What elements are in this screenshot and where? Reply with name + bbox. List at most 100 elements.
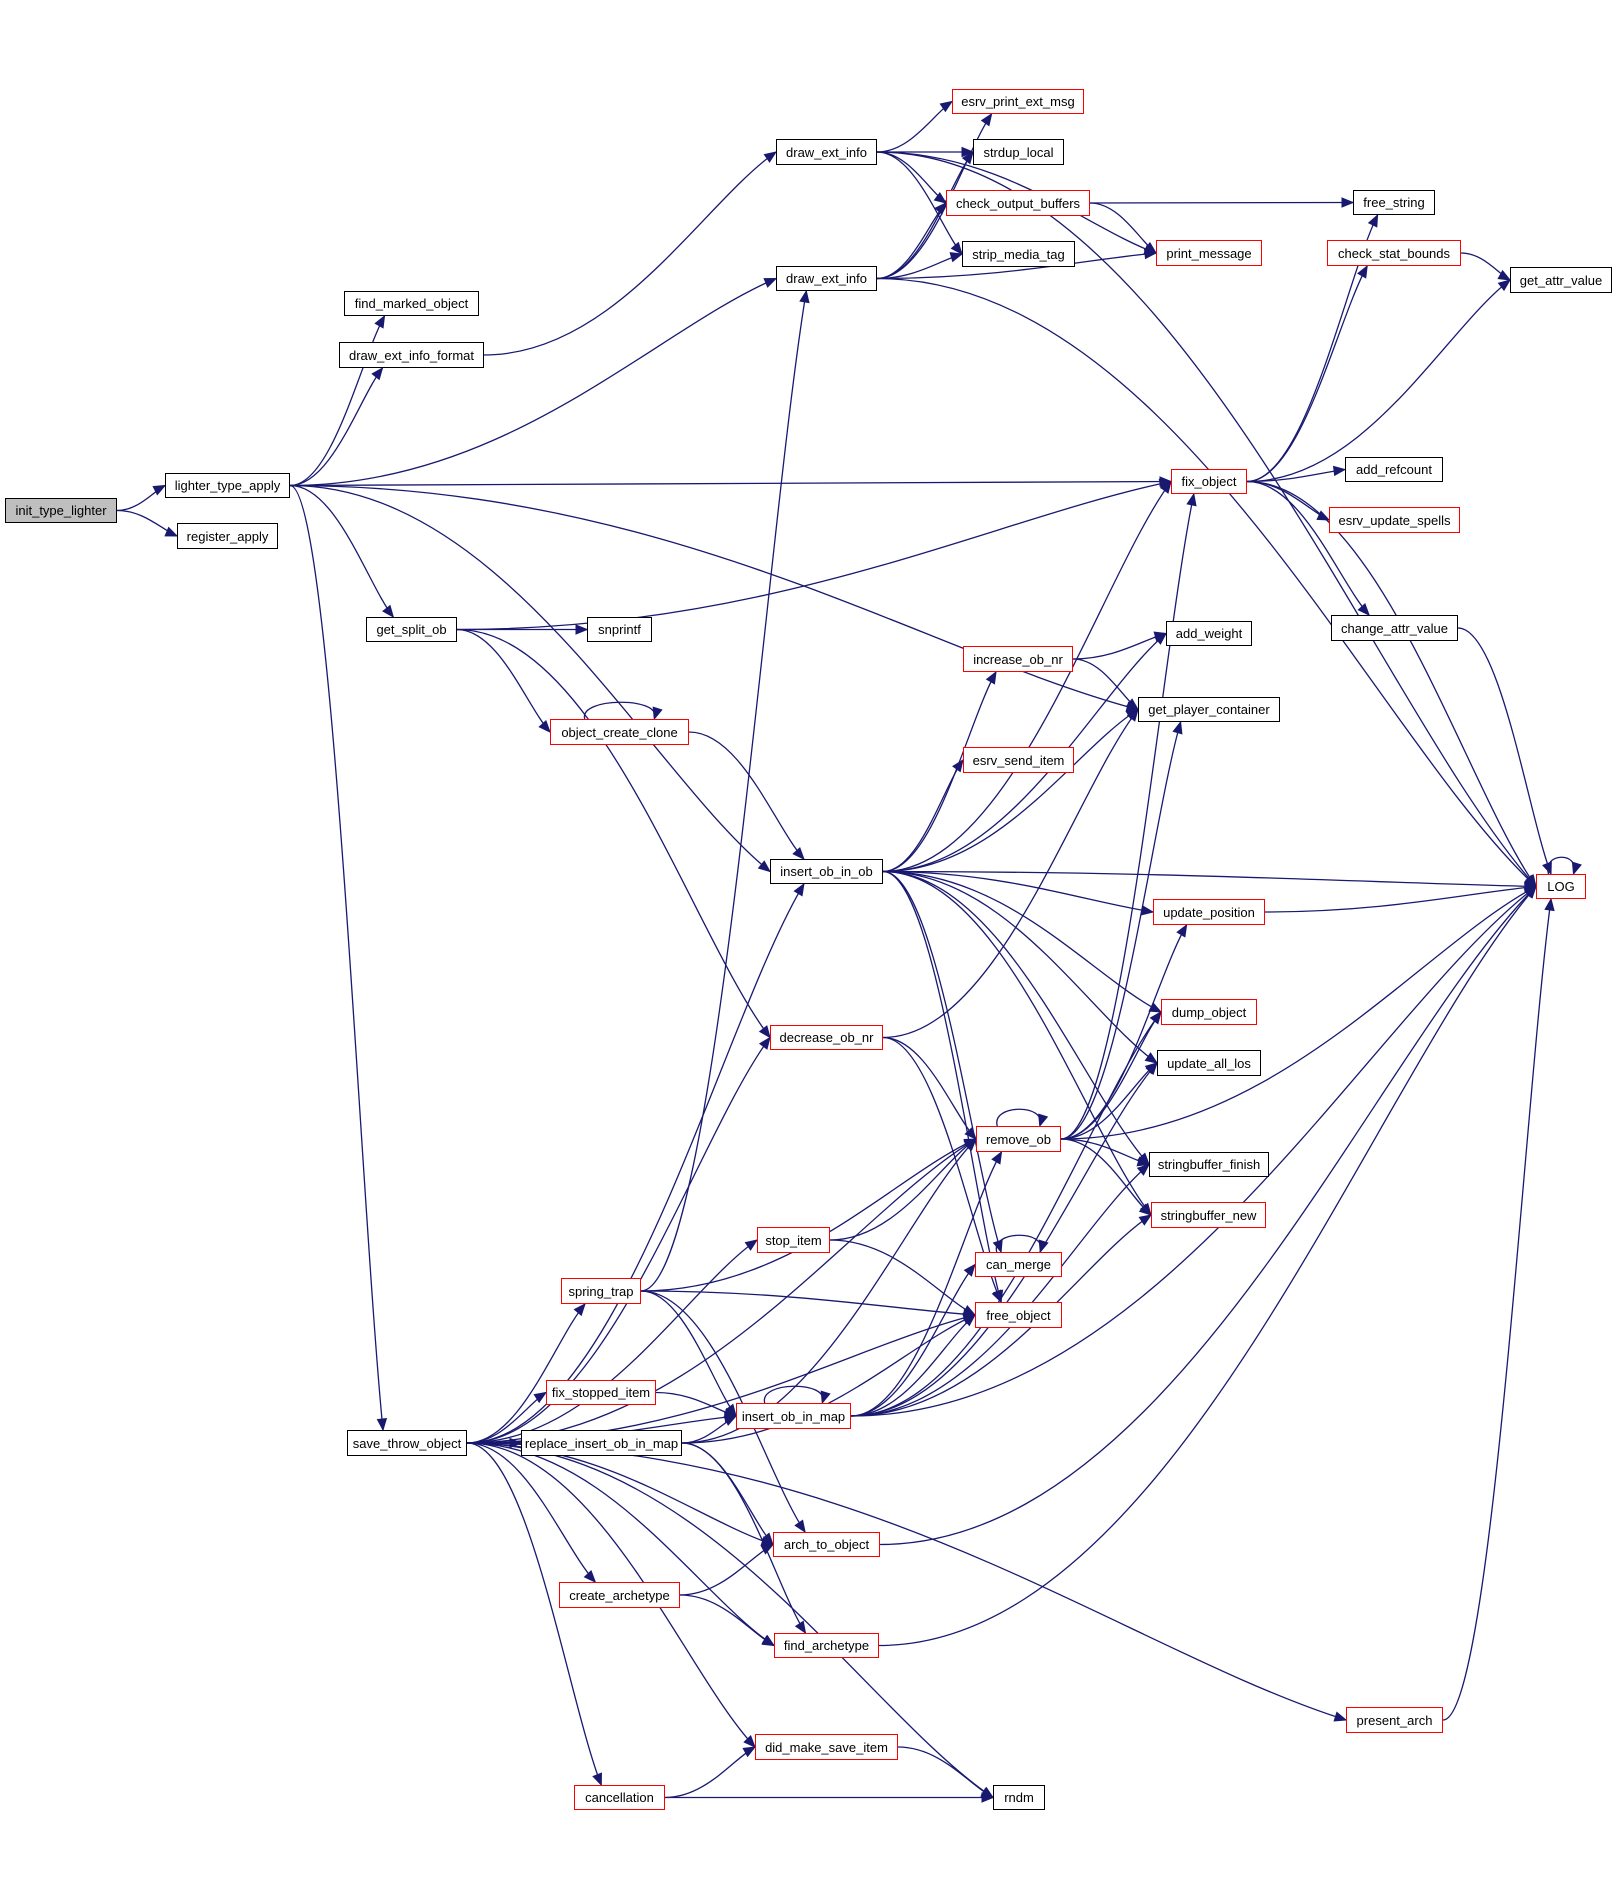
- edge-object-create-clone-to-insert-ob-in-ob-arrowhead: [792, 846, 805, 860]
- edge-fix-object-to-log-arrowhead: [1525, 874, 1537, 888]
- edge-check-output-buffers-to-print-message: [1089, 202, 1157, 254]
- edge-insert-ob-in-map-to-stringbuffer-new-arrowhead: [1138, 1214, 1153, 1226]
- node-cancellation[interactable]: cancellation: [574, 1785, 665, 1810]
- node-insert-ob-in-ob[interactable]: insert_ob_in_ob: [770, 859, 883, 884]
- node-can-merge[interactable]: can_merge: [975, 1252, 1062, 1277]
- edge-get-split-ob-to-object-create-clone: [456, 628, 551, 733]
- node-get-attr-value[interactable]: get_attr_value: [1510, 267, 1612, 293]
- edge-insert-ob-in-ob-to-get-player-container: [882, 708, 1139, 873]
- edge-lighter-type-apply-to-get-split-ob: [289, 484, 394, 618]
- edge-save-throw-object-to-cancellation-arrowhead: [592, 1772, 602, 1787]
- node-get-split-ob[interactable]: get_split_ob: [366, 617, 457, 642]
- edge-save-throw-object-to-insert-ob-in-map-arrowhead: [724, 1411, 738, 1423]
- node-did-make-save-item[interactable]: did_make_save_item: [755, 1734, 898, 1760]
- node-object-create-clone[interactable]: object_create_clone: [550, 719, 689, 745]
- edge-draw-ext-info-1-to-esrv-print-ext-msg-arrowhead: [939, 100, 954, 113]
- node-rndm[interactable]: rndm: [993, 1785, 1045, 1810]
- edge-insert-ob-in-ob-to-esrv-send-item: [882, 759, 964, 873]
- edge-save-throw-object-to-did-make-save-item: [466, 1442, 756, 1748]
- node-esrv-print-ext-msg[interactable]: esrv_print_ext_msg: [952, 89, 1084, 114]
- node-replace-insert-ob-in-map[interactable]: replace_insert_ob_in_map: [521, 1430, 682, 1456]
- node-update-all-los[interactable]: update_all_los: [1157, 1050, 1261, 1076]
- node-strip-media-tag[interactable]: strip_media_tag: [962, 241, 1075, 267]
- edge-remove-ob-to-fix-object: [1060, 493, 1195, 1140]
- edge-log-to-log-arrowhead: [1571, 861, 1582, 876]
- node-spring-trap[interactable]: spring_trap: [561, 1278, 641, 1304]
- node-free-object[interactable]: free_object: [975, 1302, 1062, 1328]
- node-arch-to-object[interactable]: arch_to_object: [773, 1532, 880, 1557]
- node-get-player-container[interactable]: get_player_container: [1138, 697, 1280, 722]
- node-lighter-type-apply[interactable]: lighter_type_apply: [165, 473, 290, 498]
- edge-draw-ext-info-2-to-check-output-buffers: [876, 202, 947, 280]
- edge-save-throw-object-to-did-make-save-item-arrowhead: [743, 1735, 756, 1748]
- node-stringbuffer-new[interactable]: stringbuffer_new: [1151, 1202, 1266, 1228]
- edge-remove-ob-to-update-position-arrowhead: [1176, 923, 1188, 938]
- edge-insert-ob-in-ob-to-can-merge-arrowhead: [992, 1239, 1003, 1254]
- node-fix-object[interactable]: fix_object: [1171, 469, 1247, 494]
- edge-get-split-ob-to-fix-object: [456, 480, 1172, 631]
- edge-save-throw-object-to-rndm: [466, 1442, 994, 1799]
- edge-save-throw-object-to-fix-stopped-item-arrowhead: [533, 1391, 548, 1404]
- node-check-output-buffers[interactable]: check_output_buffers: [946, 190, 1090, 216]
- node-esrv-send-item[interactable]: esrv_send_item: [963, 747, 1074, 773]
- edge-change-attr-value-to-log: [1457, 627, 1552, 875]
- edge-replace-insert-ob-in-map-to-arch-to-object: [681, 1442, 774, 1545]
- edge-replace-insert-ob-in-map-to-find-archetype: [681, 1442, 807, 1634]
- node-insert-ob-in-map[interactable]: insert_ob_in_map: [736, 1403, 851, 1429]
- edge-spring-trap-to-free-object: [640, 1290, 976, 1316]
- edge-lighter-type-apply-to-get-split-ob-arrowhead: [382, 604, 395, 619]
- node-fix-stopped-item[interactable]: fix_stopped_item: [546, 1380, 656, 1405]
- edge-remove-ob-to-remove-ob-arrowhead: [1038, 1113, 1049, 1128]
- edge-decrease-ob-nr-to-get-player-container: [882, 709, 1139, 1039]
- node-strdup-local[interactable]: strdup_local: [973, 139, 1064, 165]
- edge-insert-ob-in-map-to-update-all-los: [850, 1062, 1158, 1417]
- node-print-message[interactable]: print_message: [1156, 240, 1262, 266]
- node-stringbuffer-finish[interactable]: stringbuffer_finish: [1149, 1152, 1269, 1177]
- node-check-stat-bounds[interactable]: check_stat_bounds: [1327, 240, 1461, 266]
- edge-spring-trap-to-insert-ob-in-map: [640, 1290, 737, 1417]
- node-log[interactable]: LOG: [1536, 874, 1586, 899]
- node-dump-object[interactable]: dump_object: [1161, 999, 1257, 1025]
- node-create-archetype[interactable]: create_archetype: [559, 1582, 680, 1608]
- edge-draw-ext-info-1-to-esrv-print-ext-msg: [876, 100, 953, 153]
- node-stop-item[interactable]: stop_item: [757, 1227, 830, 1253]
- node-add-weight[interactable]: add_weight: [1166, 621, 1252, 646]
- node-remove-ob[interactable]: remove_ob: [976, 1126, 1061, 1152]
- node-add-refcount[interactable]: add_refcount: [1345, 457, 1443, 482]
- node-draw-ext-info-2[interactable]: draw_ext_info: [776, 266, 877, 291]
- node-find-marked-object[interactable]: find_marked_object: [344, 291, 479, 316]
- edge-decrease-ob-nr-to-remove-ob: [882, 1036, 977, 1140]
- edge-remove-ob-to-stringbuffer-finish: [1060, 1138, 1150, 1166]
- node-draw-ext-info-format[interactable]: draw_ext_info_format: [339, 342, 484, 368]
- edge-insert-ob-in-map-to-stringbuffer-finish-arrowhead: [1136, 1163, 1151, 1176]
- edge-decrease-ob-nr-to-get-player-container-arrowhead: [1126, 708, 1139, 722]
- edge-remove-ob-to-stringbuffer-new-arrowhead: [1138, 1203, 1153, 1216]
- edge-insert-ob-in-ob-to-free-object: [882, 870, 1002, 1303]
- edge-draw-ext-info-1-to-strdup-local-arrowhead: [961, 146, 975, 158]
- node-save-throw-object[interactable]: save_throw_object: [347, 1430, 467, 1456]
- edge-object-create-clone-to-object-create-clone-arrowhead: [652, 706, 663, 721]
- edge-stop-item-to-free-object: [829, 1239, 976, 1316]
- node-change-attr-value[interactable]: change_attr_value: [1331, 615, 1458, 641]
- node-draw-ext-info-1[interactable]: draw_ext_info: [776, 139, 877, 165]
- node-esrv-update-spells[interactable]: esrv_update_spells: [1329, 507, 1460, 533]
- edge-lighter-type-apply-to-get-player-container: [289, 484, 1139, 711]
- edge-check-output-buffers-to-free-string-arrowhead: [1341, 197, 1355, 208]
- edge-draw-ext-info-2-to-strip-media-tag-arrowhead: [949, 252, 964, 263]
- node-update-position[interactable]: update_position: [1153, 899, 1265, 925]
- edge-save-throw-object-to-create-archetype-arrowhead: [583, 1569, 597, 1583]
- edge-lighter-type-apply-to-draw-ext-info-2: [289, 277, 777, 487]
- edge-lighter-type-apply-to-find-marked-object-arrowhead: [374, 314, 386, 329]
- node-register-apply[interactable]: register_apply: [177, 523, 278, 549]
- node-free-string[interactable]: free_string: [1353, 190, 1435, 215]
- edge-get-split-ob-to-decrease-ob-nr: [456, 628, 771, 1038]
- edge-save-throw-object-to-stop-item: [466, 1239, 758, 1444]
- edge-save-throw-object-to-create-archetype: [466, 1442, 596, 1583]
- edge-insert-ob-in-ob-to-stringbuffer-new: [882, 870, 1152, 1216]
- node-present-arch[interactable]: present_arch: [1346, 1707, 1443, 1733]
- node-decrease-ob-nr[interactable]: decrease_ob_nr: [770, 1025, 883, 1050]
- node-increase-ob-nr[interactable]: increase_ob_nr: [963, 646, 1073, 672]
- edge-save-throw-object-to-cancellation: [466, 1442, 602, 1786]
- node-snprintf[interactable]: snprintf: [587, 617, 652, 642]
- node-find-archetype[interactable]: find_archetype: [774, 1633, 879, 1658]
